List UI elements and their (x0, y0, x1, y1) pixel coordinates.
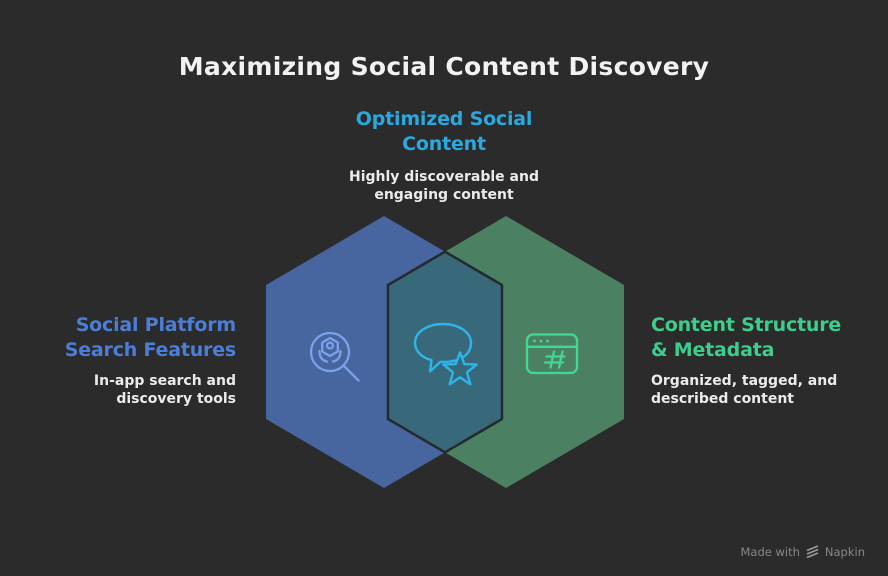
speech-bubble-star-icon (413, 322, 478, 386)
watermark-prefix: Made with (740, 544, 800, 559)
right-node: Content Structure & Metadata Organized, … (651, 313, 841, 408)
star (442, 351, 478, 386)
user-head-dot (325, 341, 335, 350)
watermark: Made with Napkin (741, 544, 866, 559)
napkin-logo-icon (806, 545, 819, 558)
left-node-heading: Social Platform Search Features (64, 314, 236, 361)
top-node-heading: Optimized Social Content (355, 108, 533, 155)
left-node-description: In-app search and discovery tools (93, 373, 236, 407)
left-node: Social Platform Search Features In-app s… (65, 313, 236, 408)
speech-bubble (413, 322, 473, 373)
magnifier-handle (342, 364, 360, 382)
right-node-heading: Content Structure & Metadata (651, 314, 842, 361)
hashtag-glyph (543, 350, 566, 369)
user-search-icon (309, 331, 360, 382)
user-head-hexagon (321, 336, 339, 358)
browser-dots (533, 339, 549, 343)
right-node-description: Organized, tagged, and described content (651, 373, 838, 407)
user-arm-left (318, 349, 329, 363)
browser-window (525, 333, 579, 375)
top-node: Optimized Social Content Highly discover… (0, 107, 888, 204)
user-arm-right (331, 349, 342, 363)
diagram-title: Maximizing Social Content Discovery (178, 52, 710, 81)
magnifier-lens (309, 331, 351, 373)
watermark-brand: Napkin (824, 544, 865, 559)
top-node-description: Highly discoverable and engaging content (349, 169, 539, 203)
overlap-hexagon (386, 250, 504, 454)
browser-hashtag-icon (525, 333, 579, 375)
